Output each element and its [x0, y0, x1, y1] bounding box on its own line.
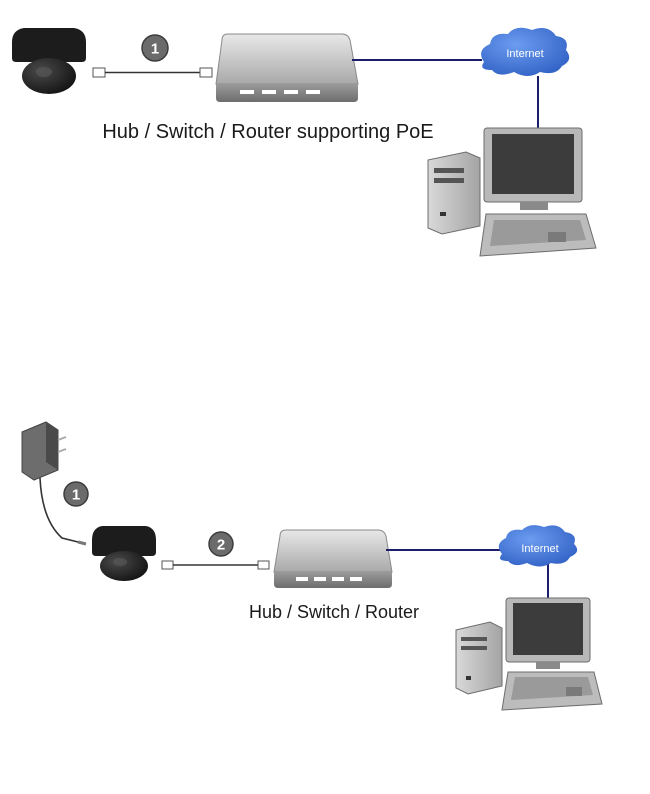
network-hub-icon [273, 529, 393, 588]
step-badge-number: 2 [217, 537, 225, 554]
dome-camera-icon [92, 526, 156, 581]
rj45-plug-icon [92, 67, 106, 78]
ethernet-cable [161, 560, 270, 570]
internet-cloud-icon: Internet [498, 525, 578, 567]
internet-cloud-icon: Internet [481, 27, 570, 76]
internet-label: Internet [521, 543, 558, 555]
desktop-computer-icon [427, 127, 597, 257]
step-badge: 1 [141, 34, 169, 62]
hub-label: Hub / Switch / Router supporting PoE [102, 121, 433, 143]
rj45-plug-icon [199, 67, 213, 78]
internet-label: Internet [506, 48, 543, 60]
ethernet-cable [92, 67, 213, 78]
rj45-plug-icon [161, 560, 174, 570]
hub-label: Hub / Switch / Router [249, 602, 419, 622]
diagram-non-poe: 1 2 [21, 421, 603, 711]
step-badge-number: 1 [151, 41, 159, 58]
step-badge: 2 [208, 531, 234, 557]
diagram-poe: 1 Internet Hub / Switch / Router support… [12, 27, 597, 257]
network-hub-icon [215, 33, 359, 102]
dome-camera-icon [12, 28, 86, 94]
step-badge-number: 1 [72, 487, 80, 504]
desktop-computer-icon [455, 597, 603, 711]
step-badge: 1 [63, 481, 89, 507]
rj45-plug-icon [257, 560, 270, 570]
power-adapter-icon [21, 421, 87, 546]
